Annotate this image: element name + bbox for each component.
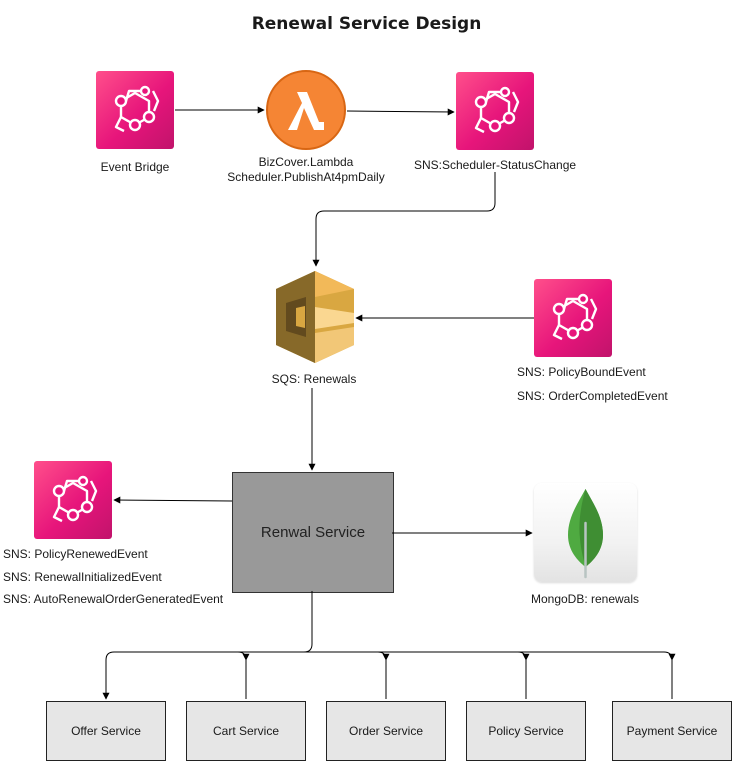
sqs-icon[interactable]: [276, 271, 354, 363]
lambda-label-line2: Scheduler.PublishAt4pmDaily: [227, 170, 385, 184]
renewal-service-label: Renwal Service: [260, 524, 366, 541]
offer-service-label: Offer Service: [71, 724, 141, 738]
cart-service-box[interactable]: Cart Service: [186, 701, 306, 761]
arrow-to-offer-service: [106, 651, 115, 699]
renewal-service-box[interactable]: Renwal Service: [232, 472, 394, 593]
arrow-to-policy-service: [517, 651, 526, 699]
eventbridge-icon[interactable]: [96, 71, 174, 149]
sns-outbound-label-1: SNS: PolicyRenewedEvent: [3, 547, 148, 561]
offer-service-box[interactable]: Offer Service: [46, 701, 166, 761]
arrow-to-order-service: [377, 651, 386, 699]
cart-service-label: Cart Service: [212, 724, 280, 738]
mongodb-icon[interactable]: [534, 483, 637, 582]
sns-outbound-label-3: SNS: AutoRenewalOrderGeneratedEvent: [3, 592, 224, 606]
lambda-label-line1: BizCover.Lambda: [258, 155, 354, 169]
arrow-lambda-to-sns-scheduler: [346, 108, 455, 116]
sns-inbound-label-2: SNS: OrderCompletedEvent: [517, 389, 668, 403]
payment-service-box[interactable]: Payment Service: [612, 701, 732, 761]
sns-scheduler-icon[interactable]: [456, 72, 534, 150]
policy-service-box[interactable]: Policy Service: [466, 701, 586, 761]
policy-service-label: Policy Service: [488, 724, 564, 738]
sns-outbound-icon[interactable]: [34, 461, 112, 539]
mongodb-label: MongoDB: renewals: [530, 592, 640, 606]
arrow-to-cart-service: [237, 651, 246, 699]
arrow-sns-scheduler-to-sqs: [312, 172, 496, 267]
sqs-label: SQS: Renewals: [271, 372, 357, 386]
diagram-title: Renewal Service Design: [251, 14, 482, 34]
sns-inbound-icon[interactable]: [534, 279, 612, 357]
arrow-to-payment-service: [663, 651, 672, 699]
order-service-label: Order Service: [348, 724, 424, 738]
branch-trunk: [303, 591, 313, 653]
order-service-box[interactable]: Order Service: [326, 701, 446, 761]
payment-service-label: Payment Service: [626, 724, 718, 738]
arrow-renewal-to-sns-outbound: [113, 496, 233, 504]
sns-inbound-label-1: SNS: PolicyBoundEvent: [517, 365, 646, 379]
sns-scheduler-label: SNS:Scheduler-StatusChange: [413, 158, 577, 172]
lambda-icon[interactable]: [266, 70, 346, 150]
sns-outbound-label-2: SNS: RenewalInitializedEvent: [3, 570, 162, 584]
event-bridge-label: Event Bridge: [100, 160, 170, 174]
